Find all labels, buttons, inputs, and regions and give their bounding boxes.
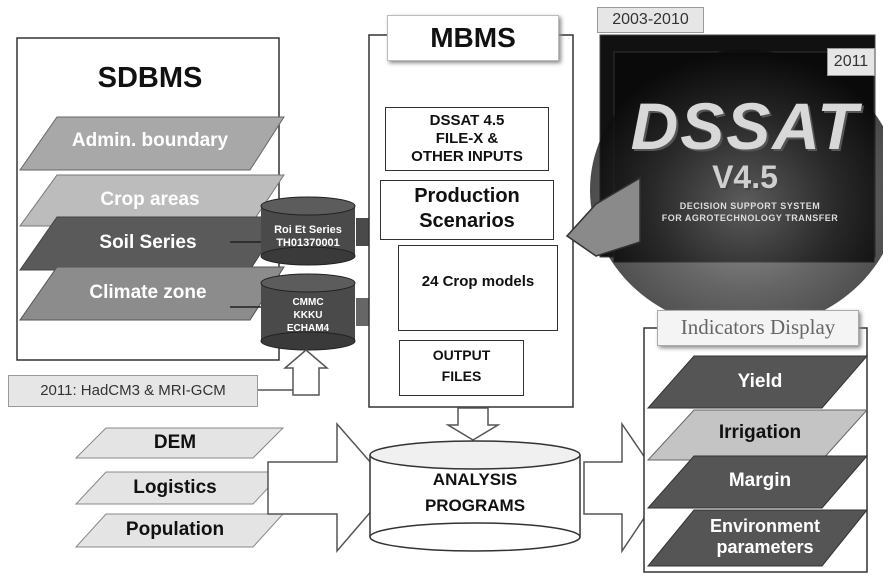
indicator-label-margin: Margin — [728, 470, 792, 491]
dssat-inputs-line1: DSSAT 4.5 — [429, 112, 505, 129]
dssat-inputs-line2: FILE-X & — [435, 130, 499, 147]
soil-database-cylinder — [260, 196, 356, 266]
indicator-label-environment: Environment parameters — [709, 516, 820, 557]
crop-models-label: 24 Crop models — [421, 273, 535, 290]
production-scenarios-box — [380, 180, 554, 240]
mbms-down-arrow — [445, 407, 501, 441]
production-line1: Production — [414, 185, 520, 207]
dssat-inputs-box — [385, 107, 549, 171]
analysis-line1: ANALYSIS — [432, 470, 518, 489]
indicator-label-irrigation: Irrigation — [718, 422, 802, 443]
dssat-logo-name: DSSAT — [630, 89, 860, 163]
input-dem — [74, 427, 285, 459]
mbms-title: MBMS — [387, 15, 559, 61]
sdbms-title: SDBMS — [97, 62, 203, 94]
climate-cylinder-line2: KKKU — [293, 310, 323, 321]
globe-graphic — [590, 50, 883, 330]
climate-database-cylinder — [260, 273, 356, 351]
production-line2: Scenarios — [419, 210, 515, 232]
hadcm-tag: 2011: HadCM3 & MRI-GCM — [8, 375, 258, 407]
output-line1: OUTPUT — [432, 347, 491, 363]
layer-label-soil: Soil Series — [99, 232, 197, 253]
analysis-line2: PROGRAMS — [424, 496, 526, 515]
analysis-cylinder — [369, 440, 581, 552]
crop-models-box — [398, 245, 558, 331]
dssat-tagline-2: FOR AGROTECHNOLOGY TRANSFER — [661, 213, 839, 223]
climate-cylinder-line3: ECHAM4 — [286, 323, 330, 334]
dssat-logo-version: V4.5 — [712, 159, 778, 195]
indicator-environment — [646, 509, 869, 567]
indicator-margin — [646, 455, 869, 509]
layer-label-admin: Admin. boundary — [71, 130, 229, 151]
input-population — [74, 513, 285, 548]
year-new-tag: 2011 — [827, 48, 875, 76]
layer-label-crop: Crop areas — [100, 189, 200, 210]
soil-cylinder-line1: Roi Et Series — [274, 224, 342, 236]
input-label-population: Population — [125, 519, 225, 540]
layer-admin-boundary — [19, 116, 285, 171]
dssat-tagline-1: DECISION SUPPORT SYSTEM — [679, 201, 821, 211]
dssat-inputs-line3: OTHER INPUTS — [411, 148, 523, 165]
output-line2: FILES — [441, 368, 482, 384]
input-logistics — [74, 471, 285, 505]
inputs-to-analysis-arrow — [267, 422, 393, 554]
output-files-box — [399, 340, 524, 396]
input-label-dem: DEM — [153, 432, 197, 453]
climate-cylinder-line1: CMMC — [292, 297, 324, 308]
indicators-title: Indicators Display — [657, 310, 859, 346]
hadcm-up-arrow — [282, 349, 330, 396]
soil-cylinder-line2: TH01370001 — [276, 237, 340, 249]
layer-label-climate: Climate zone — [89, 282, 207, 303]
indicator-yield — [646, 355, 869, 409]
dssat-to-scenarios-arrow — [565, 176, 641, 257]
indicator-label-yield: Yield — [737, 371, 783, 392]
input-label-logistics: Logistics — [133, 477, 217, 498]
year-old-tag: 2003-2010 — [597, 7, 704, 33]
layer-climate-zone — [19, 266, 285, 321]
